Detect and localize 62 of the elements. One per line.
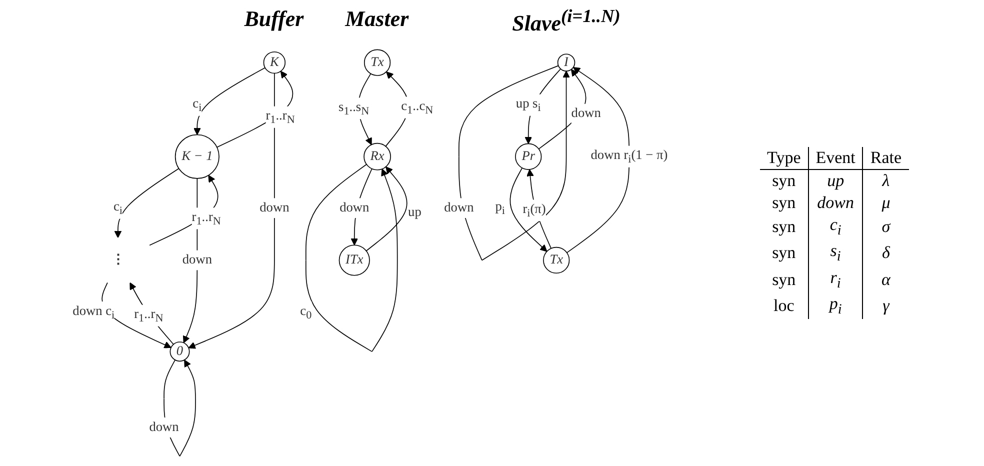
node-text: ⋮: [111, 252, 124, 267]
arrow: [102, 282, 172, 348]
table-cell: δ: [862, 240, 909, 266]
edge-label: s$_{1}$..s$_{N}$: [338, 100, 369, 117]
edge-label: down c$_{i}$: [72, 304, 114, 321]
edge-label: up: [408, 205, 422, 220]
column-heading: Buffer: [244, 6, 304, 32]
edge-label: r$_{i}$(π): [522, 202, 546, 219]
table-cell: syn: [760, 169, 808, 192]
table-cell: s$_{i}$: [808, 240, 863, 266]
table-cell: λ: [862, 169, 909, 192]
table-header: Event: [808, 146, 863, 170]
edge-label: c$_{i}$: [192, 96, 202, 114]
edge-label: down: [444, 200, 474, 215]
edge-label: c$_{1}$..c$_{N}$: [400, 99, 434, 116]
column-heading: Slave$^{(i=1..N)}$: [512, 6, 620, 36]
node-circle: Rx: [363, 142, 391, 170]
table-cell: syn: [760, 214, 808, 240]
arrow: [305, 164, 398, 352]
arrow: [129, 282, 174, 345]
node-circle: Tx: [542, 246, 570, 274]
table-cell: up: [808, 169, 863, 192]
arrow: [188, 72, 275, 349]
edge-label: c$_{0}$: [300, 304, 312, 321]
node-circle: ITx: [338, 244, 370, 276]
edge-label: r$_{1}$..r$_{N}$: [266, 108, 295, 126]
edge-label: down: [571, 106, 601, 120]
edge-label: down: [149, 420, 179, 434]
table-cell: syn: [760, 240, 808, 266]
node-circle: Pr: [514, 143, 542, 170]
arrow: [510, 168, 548, 252]
node-circle: 0: [170, 342, 190, 362]
arrow: [193, 67, 266, 136]
edge-label: c$_{i}$: [113, 200, 122, 217]
table-cell: down: [808, 192, 863, 214]
table-cell: α: [862, 266, 909, 293]
edge-label: down: [182, 252, 212, 267]
table-cell: σ: [862, 214, 909, 240]
edge-label: up s$_{i}$: [516, 96, 541, 114]
edge-label: down: [259, 200, 290, 215]
edge-label: p$_{i}$: [495, 200, 505, 217]
edge-label: r$_{1}$..r$_{N}$: [192, 210, 221, 227]
table-cell: syn: [760, 266, 808, 293]
table-cell: r$_{i}$: [808, 266, 863, 293]
table-cell: μ: [862, 192, 909, 214]
edge-label: r$_{1}$..r$_{N}$: [134, 307, 164, 324]
edge-label: down r$_{i}$(1 − π): [590, 148, 668, 166]
arrow: [566, 66, 630, 254]
arrow: [366, 166, 408, 252]
table-cell: loc: [760, 292, 808, 320]
edge-label: down: [339, 200, 370, 215]
arrow: [114, 168, 180, 238]
table-cell: syn: [760, 192, 808, 214]
arrow: [526, 169, 552, 249]
table-header: Rate: [862, 146, 909, 170]
table-cell: γ: [862, 292, 909, 320]
table-cell: c$_{i}$: [808, 214, 863, 240]
node-circle: Tx: [364, 49, 390, 76]
node-circle: K − 1: [174, 134, 220, 179]
column-heading: Master: [345, 6, 409, 32]
table-header: Type: [760, 146, 808, 170]
table-cell: p$_{i}$: [808, 292, 863, 320]
